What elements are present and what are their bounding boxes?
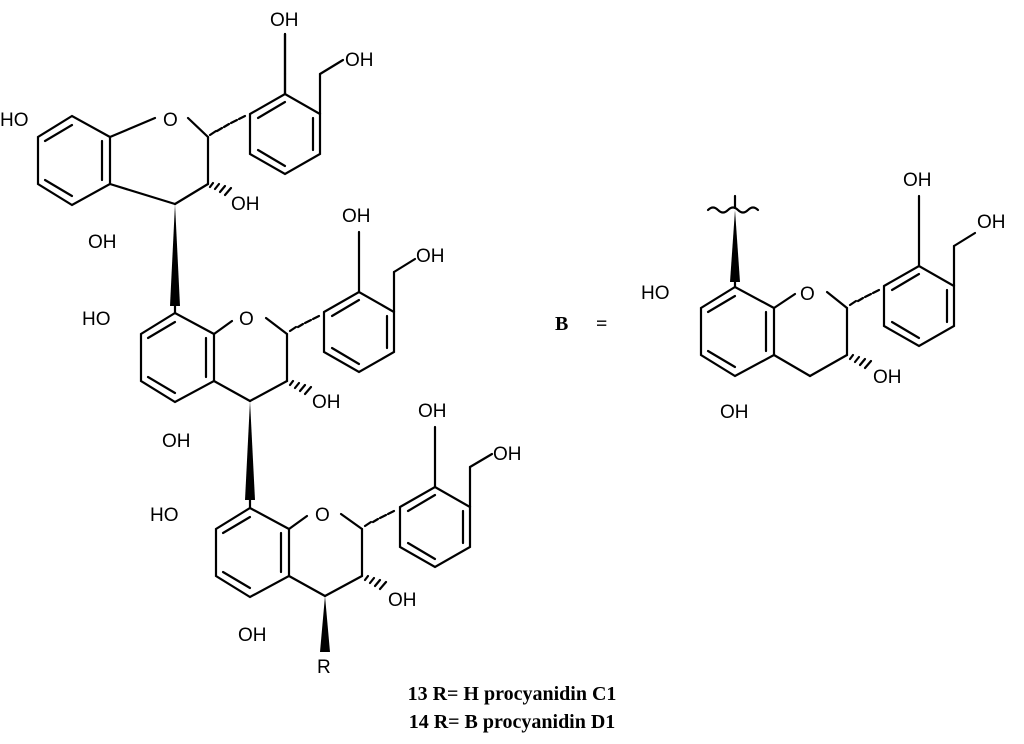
hashed-bond (848, 288, 881, 307)
atom-label-oh: OH (312, 392, 341, 413)
atom-label-oh: OH (873, 367, 902, 388)
atom-label-oh: OH (345, 50, 374, 71)
wedge-bond (170, 204, 180, 306)
atom-label-oh: OH (720, 402, 749, 423)
atom-label-o: O (163, 110, 178, 131)
atom-label-oh: OH (238, 625, 267, 646)
atom-label-ho: HO (0, 110, 29, 131)
atom-label-o: O (315, 505, 330, 526)
wedge-bond (730, 210, 740, 282)
hashed-bond (363, 574, 388, 591)
atom-label-oh: OH (418, 401, 447, 422)
hashed-bond (363, 509, 396, 528)
top-catechin-unit (36, 32, 345, 306)
atom-label-oh: OH (903, 170, 932, 191)
equals-sign: = (596, 313, 607, 335)
caption-line-2: 14 R= B procyanidin D1 (409, 711, 616, 733)
atom-label-oh: OH (270, 10, 299, 31)
hashed-bond (288, 379, 313, 396)
atom-label-o: O (800, 284, 815, 305)
hashed-bond (208, 181, 233, 197)
hashed-bond (288, 314, 321, 333)
hashed-bond (208, 114, 247, 137)
atom-label-ho: HO (641, 283, 670, 304)
atom-label-oh: OH (342, 206, 371, 227)
atom-label-oh: OH (88, 232, 117, 253)
b-substituent-structure (699, 194, 977, 378)
atom-label-oh: OH (416, 246, 445, 267)
wedge-bond (320, 596, 330, 652)
hashed-bond (848, 353, 873, 370)
label-b: B (555, 313, 568, 335)
wedge-bond (245, 401, 255, 500)
atom-label-o: O (239, 309, 254, 330)
atom-label-r: R (317, 657, 331, 678)
atom-label-oh: OH (493, 444, 522, 465)
atom-label-oh: OH (977, 212, 1006, 233)
atom-label-ho: HO (82, 309, 111, 330)
bottom-catechin-unit (214, 425, 494, 652)
middle-catechin-unit (139, 230, 417, 500)
atom-label-oh: OH (388, 590, 417, 611)
atom-label-oh: OH (162, 431, 191, 452)
caption-line-1: 13 R= H procyanidin C1 (408, 683, 617, 705)
wavy-attachment-bond (706, 206, 760, 214)
atom-label-oh: OH (231, 194, 260, 215)
atom-label-ho: HO (150, 505, 179, 526)
